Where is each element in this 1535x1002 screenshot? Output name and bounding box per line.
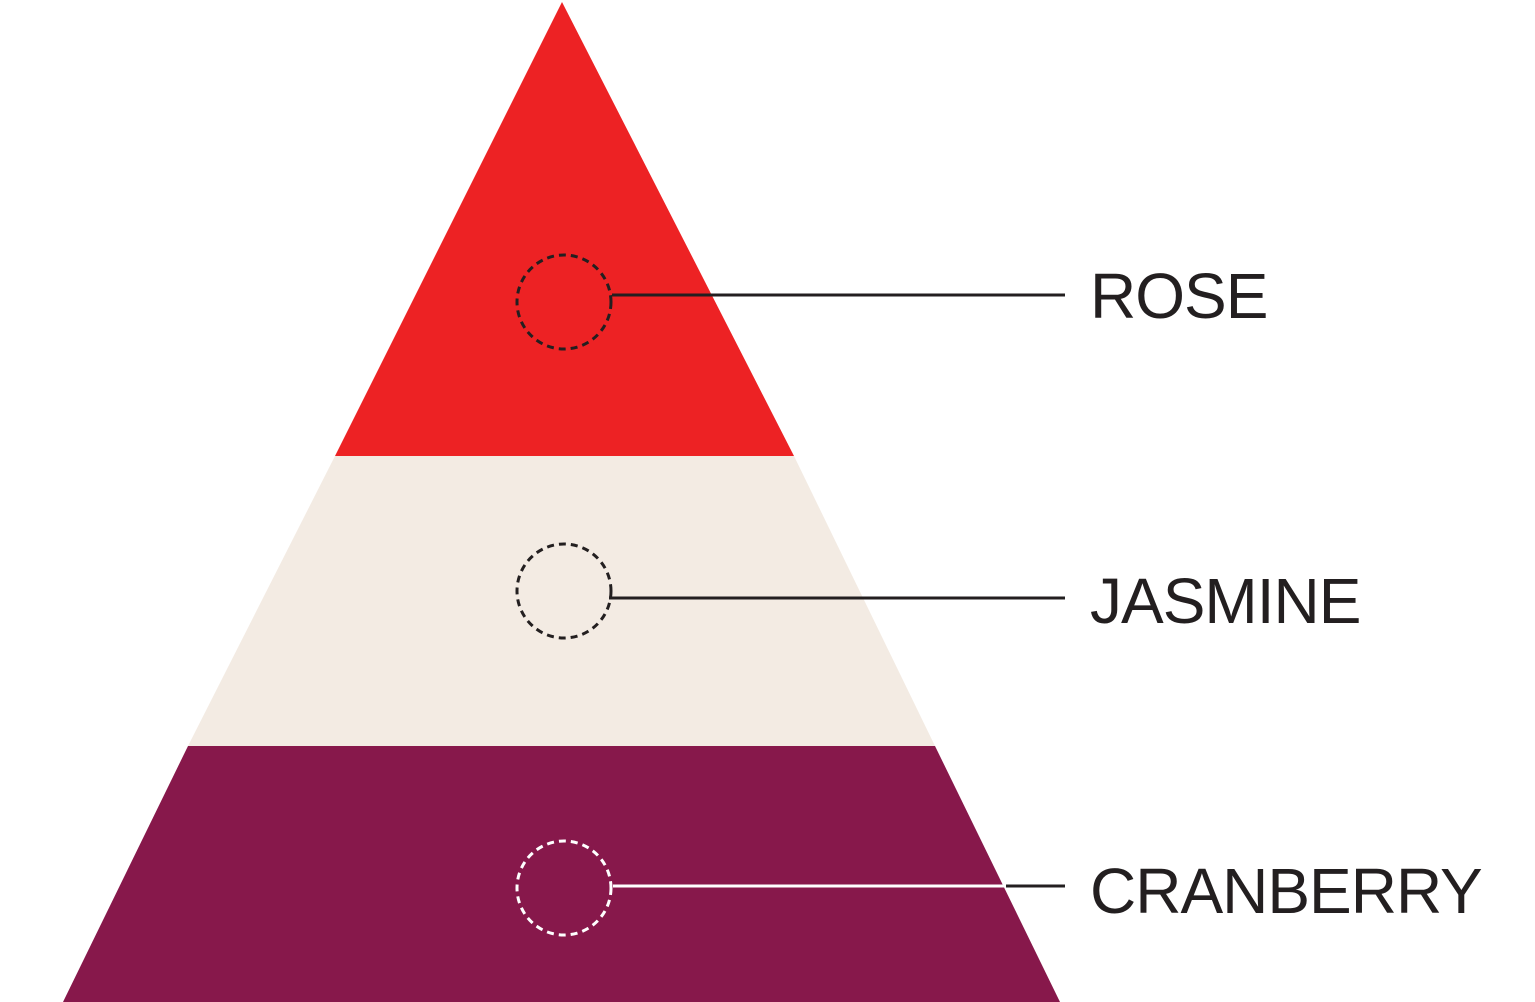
jasmine-marker-circle xyxy=(515,542,613,640)
tier-rose-callout: ROSE xyxy=(515,253,1268,351)
pyramid-tier-cranberry xyxy=(63,746,1060,1002)
cranberry-label: CRANBERRY xyxy=(1090,855,1482,927)
pyramid-tier-rose xyxy=(335,2,794,456)
rose-marker-circle xyxy=(515,253,613,351)
cranberry-marker-circle xyxy=(515,839,613,937)
jasmine-label: JASMINE xyxy=(1090,565,1360,637)
tier-jasmine-callout: JASMINE xyxy=(515,542,1361,640)
rose-label: ROSE xyxy=(1090,260,1267,332)
pyramid-tier-jasmine xyxy=(188,456,935,746)
tier-cranberry-callout: CRANBERRY xyxy=(515,839,1483,937)
pyramid xyxy=(63,2,1060,1002)
